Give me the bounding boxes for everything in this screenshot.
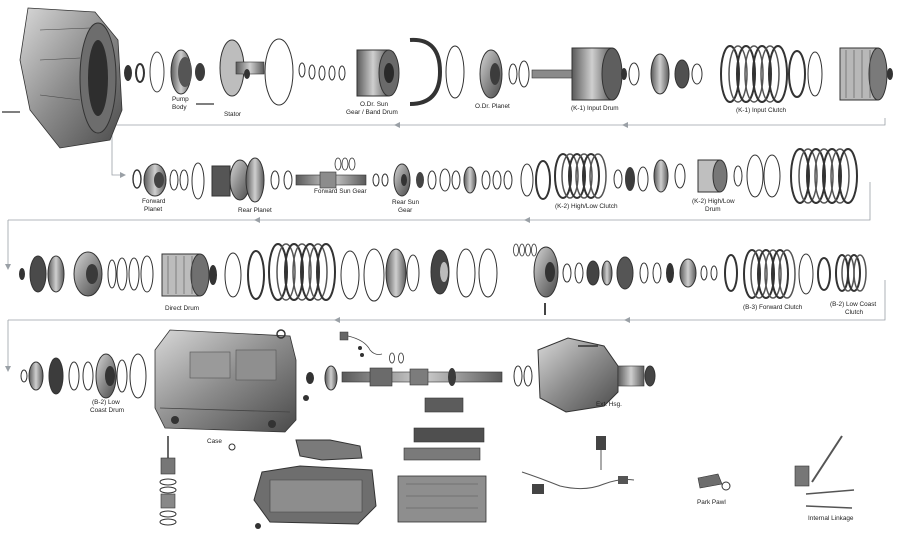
stator [196, 39, 265, 105]
label-b2-low-coast-drum-2: Coast Drum [90, 407, 124, 414]
k1-clutch-hub [839, 47, 888, 101]
center-support-rings [513, 243, 537, 257]
label-forward-sun-gear: Forward Sun Gear [314, 188, 367, 195]
label-k2-drum-2: Drum [705, 206, 721, 213]
extension-housing [537, 337, 656, 413]
odr-planet [479, 49, 503, 99]
k2-high-low-clutch-pack [554, 153, 607, 199]
label-pump-body-2: Body [172, 104, 187, 111]
rear-planet [211, 157, 265, 203]
label-rear-planet: Rear Planet [238, 207, 272, 214]
label-k1-input-drum: (K-1) Input Drum [571, 105, 619, 112]
assembly-flow-lines [5, 118, 886, 372]
label-b2-low-coast-clutch-2: Clutch [845, 309, 864, 316]
k2-clutch-plates [790, 148, 858, 204]
odr-sun-gear-band-drum [356, 49, 400, 97]
pump-body [170, 49, 205, 95]
row-4-parts: (B-2) Low Coast Drum Case Ext. Hsg. Park… [20, 329, 855, 529]
b2-low-coast-clutch-pack [835, 254, 867, 292]
label-forward-planet-1: Forward [142, 198, 166, 205]
label-park-pawl: Park Pawl [697, 499, 726, 506]
bell-housing [2, 7, 123, 149]
direct-clutch-pack [268, 243, 336, 301]
label-rear-sun-2: Gear [398, 207, 413, 214]
direct-drum-piston [73, 251, 103, 297]
transmission-case [154, 329, 297, 433]
oil-pan [253, 465, 377, 529]
label-k1-input-clutch: (K-1) Input Clutch [736, 107, 787, 114]
valve-body-components [397, 397, 487, 523]
wiring-harness [521, 436, 635, 494]
label-forward-planet-2: Planet [144, 206, 162, 213]
park-pawl [697, 473, 731, 491]
label-odr-sun-1: O.Dr. Sun [360, 101, 389, 108]
row-3-parts: Direct Drum (B-3) Forward Clutch (B-2) L… [19, 243, 876, 316]
accumulator-spring-stack [159, 436, 177, 526]
label-b2-low-coast-drum-1: (B-2) Low [92, 399, 120, 406]
label-b2-low-coast-clutch-1: (B-2) Low Coast [830, 301, 876, 308]
b2-low-coast-drum [95, 353, 117, 399]
direct-drum [161, 253, 210, 297]
b3-forward-clutch-pack [743, 249, 796, 299]
label-odr-planet: O.Dr. Planet [475, 103, 510, 110]
label-case: Case [207, 438, 222, 445]
label-stator: Stator [224, 111, 242, 118]
row-1-parts: Pump Body Stator O.Dr. Sun Gear / Band D… [2, 7, 893, 149]
label-odr-sun-2: Gear / Band Drum [346, 109, 398, 116]
label-direct-drum: Direct Drum [165, 305, 199, 312]
label-rear-sun-1: Rear Sun [392, 199, 419, 206]
speed-sensor [339, 331, 383, 357]
label-pump-body-1: Pump [172, 96, 189, 103]
center-support [533, 246, 559, 315]
label-k2-clutch: (K-2) High/Low Clutch [555, 203, 618, 210]
label-b3-forward-clutch: (B-3) Forward Clutch [743, 304, 803, 311]
label-internal-linkage: Internal Linkage [808, 515, 854, 522]
rear-sun-gear [393, 163, 411, 197]
output-shaft [324, 365, 503, 391]
k1-input-drum [531, 47, 623, 101]
internal-linkage [794, 435, 855, 509]
label-k2-drum-1: (K-2) High/Low [692, 198, 735, 205]
forward-planet [143, 163, 167, 197]
label-ext-hsg: Ext. Hsg. [596, 401, 622, 408]
oil-filter [295, 439, 363, 461]
forward-sun-gear [295, 157, 367, 189]
row-2-parts: Forward Planet Rear Planet Forward Sun G… [132, 148, 858, 214]
k2-high-low-drum [697, 159, 728, 193]
k1-input-clutch-pack [720, 45, 788, 103]
